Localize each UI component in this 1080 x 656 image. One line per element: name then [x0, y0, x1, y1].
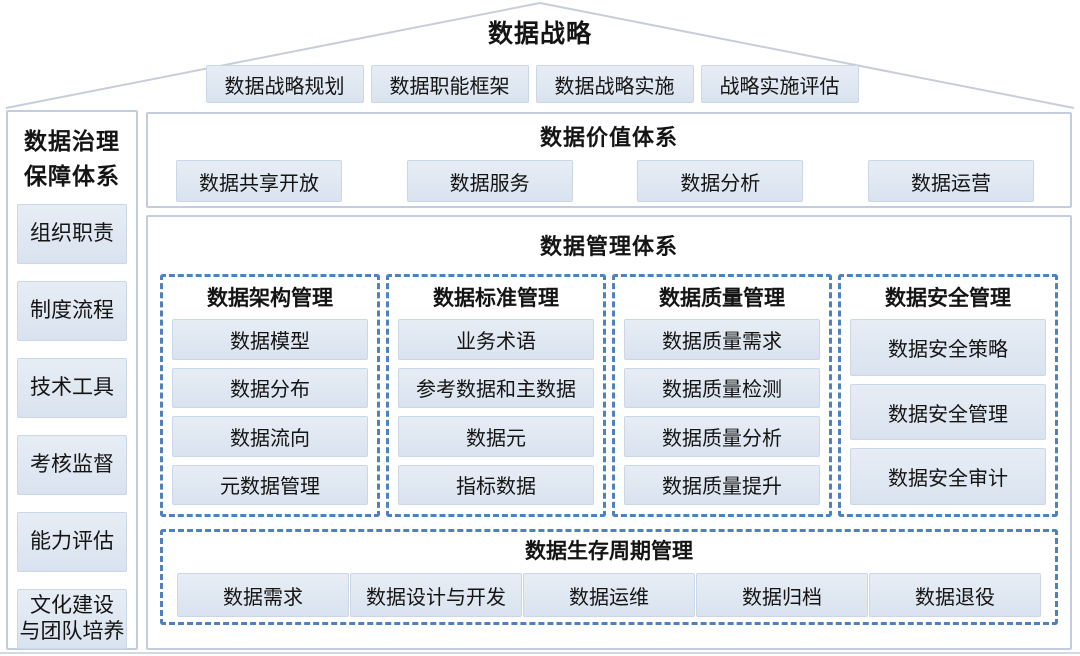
value-system-title: 数据价值体系	[539, 125, 678, 150]
column-item: 指标数据	[398, 464, 594, 505]
strategy-roof-outline	[5, 2, 1075, 109]
sidebar-title: 数据治理 保障体系	[24, 128, 120, 189]
strategy-item: 数据职能框架	[370, 65, 529, 103]
roof-line-left	[5, 2, 541, 109]
column-title: 数据质量管理	[659, 287, 785, 310]
strategy-item: 数据战略规划	[205, 65, 364, 103]
lifecycle-item: 数据运维	[523, 573, 695, 617]
data-value-system-panel: 数据价值体系 数据共享开放 数据服务 数据分析 数据运营	[146, 112, 1072, 208]
column-item: 参考数据和主数据	[398, 367, 594, 408]
column-data-security: 数据安全管理 数据安全策略 数据安全管理 数据安全审计	[838, 274, 1058, 517]
sidebar-item: 制度流程	[17, 281, 127, 341]
column-data-architecture: 数据架构管理 数据模型 数据分布 数据流向 元数据管理	[160, 274, 380, 517]
column-items: 业务术语 参考数据和主数据 数据元 指标数据	[398, 319, 594, 505]
sidebar-item: 技术工具	[17, 358, 127, 418]
column-item: 业务术语	[398, 319, 594, 360]
column-item: 数据质量分析	[624, 416, 820, 457]
strategy-title: 数据战略	[487, 20, 592, 48]
value-system-items: 数据共享开放 数据服务 数据分析 数据运营	[148, 153, 1070, 202]
column-item: 数据流向	[172, 416, 368, 457]
column-title: 数据安全管理	[885, 287, 1011, 310]
column-item: 数据模型	[172, 319, 368, 360]
sidebar-items: 组织职责 制度流程 技术工具 考核监督 能力评估 文化建设 与团队培养	[17, 204, 127, 649]
column-item: 数据质量提升	[624, 464, 820, 505]
data-lifecycle-panel: 数据生存周期管理 数据需求 数据设计与开发 数据运维 数据归档 数据退役	[160, 529, 1058, 625]
sidebar-item: 考核监督	[17, 435, 127, 495]
value-item: 数据服务	[406, 160, 573, 202]
data-management-system-panel: 数据管理体系 数据架构管理 数据模型 数据分布 数据流向 元数据管理 数据标准管…	[146, 215, 1072, 650]
management-system-title: 数据管理体系	[539, 234, 678, 259]
column-items: 数据模型 数据分布 数据流向 元数据管理	[172, 319, 368, 505]
lifecycle-item: 数据设计与开发	[350, 573, 522, 617]
column-item: 数据安全审计	[850, 448, 1046, 506]
column-title: 数据架构管理	[207, 287, 333, 310]
column-data-standards: 数据标准管理 业务术语 参考数据和主数据 数据元 指标数据	[386, 274, 606, 517]
column-data-quality: 数据质量管理 数据质量需求 数据质量检测 数据质量分析 数据质量提升	[612, 274, 832, 517]
lifecycle-item: 数据退役	[869, 573, 1041, 617]
lifecycle-title: 数据生存周期管理	[525, 540, 693, 563]
column-item: 数据质量需求	[624, 319, 820, 360]
page-bottom-edge	[0, 652, 1080, 654]
column-item: 数据分布	[172, 367, 368, 408]
strategy-items-row: 数据战略规划 数据职能框架 数据战略实施 战略实施评估	[0, 65, 1064, 103]
column-items: 数据质量需求 数据质量检测 数据质量分析 数据质量提升	[624, 319, 820, 505]
sidebar-item: 文化建设 与团队培养	[17, 589, 127, 649]
governance-assurance-sidebar: 数据治理 保障体系 组织职责 制度流程 技术工具 考核监督 能力评估 文化建设 …	[6, 110, 138, 650]
column-title: 数据标准管理	[433, 287, 559, 310]
column-item: 数据元	[398, 416, 594, 457]
management-columns: 数据架构管理 数据模型 数据分布 数据流向 元数据管理 数据标准管理 业务术语 …	[148, 262, 1070, 517]
lifecycle-item: 数据需求	[177, 573, 349, 617]
strategy-item: 战略实施评估	[700, 65, 859, 103]
strategy-item: 数据战略实施	[535, 65, 694, 103]
value-item: 数据共享开放	[176, 160, 342, 202]
sidebar-item: 组织职责	[17, 204, 127, 264]
column-item: 数据质量检测	[624, 367, 820, 408]
lifecycle-item: 数据归档	[696, 573, 868, 617]
column-item: 元数据管理	[172, 464, 368, 505]
column-items: 数据安全策略 数据安全管理 数据安全审计	[850, 319, 1046, 506]
sidebar-item: 能力评估	[17, 512, 127, 572]
value-item: 数据分析	[637, 160, 804, 202]
column-item: 数据安全策略	[850, 319, 1046, 376]
value-item: 数据运营	[867, 160, 1034, 202]
column-item: 数据安全管理	[850, 383, 1046, 441]
roof-line-right	[539, 2, 1075, 109]
lifecycle-items: 数据需求 数据设计与开发 数据运维 数据归档 数据退役	[163, 566, 1055, 617]
